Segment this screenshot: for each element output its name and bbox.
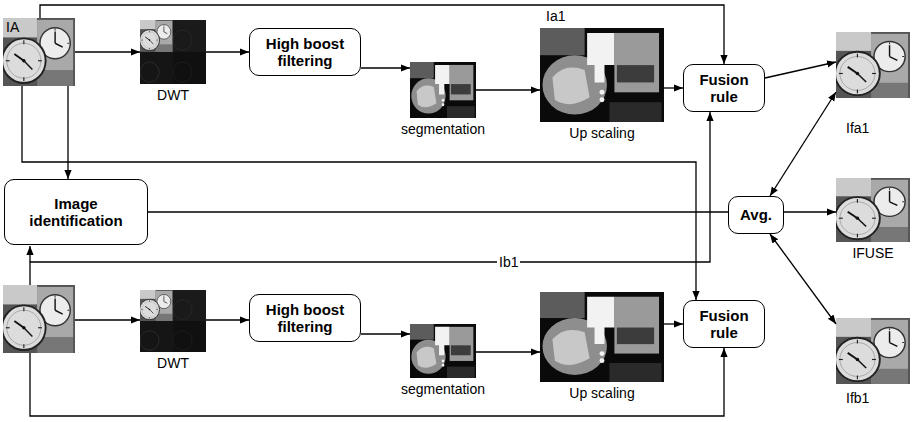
box-label: Image identification <box>11 195 141 230</box>
image-caption: IFUSE <box>852 245 893 261</box>
connector-arrow <box>40 5 724 64</box>
image-caption: DWT <box>157 87 189 103</box>
segmented-image <box>410 324 476 378</box>
connector-arrow <box>770 234 836 324</box>
image-caption: Ifa1 <box>846 120 869 136</box>
connector-arrow <box>664 87 683 88</box>
connector-arrow <box>476 89 540 90</box>
segmented-image <box>410 62 476 118</box>
fused-image: Ifb1 <box>836 318 910 384</box>
dwt-image <box>140 290 206 352</box>
source-image: IA <box>3 18 75 86</box>
image-caption: DWT <box>157 355 189 371</box>
source-image-b <box>2 285 75 353</box>
image-caption: IA <box>6 19 19 35</box>
connector-arrow <box>67 86 68 179</box>
connector-arrow <box>148 211 728 212</box>
connector-arrow <box>361 67 410 68</box>
fusion-box: Fusion rule <box>683 64 765 112</box>
wire-arrow <box>75 319 140 320</box>
image-caption: Ia1 <box>546 8 565 24</box>
image-caption: Ifb1 <box>846 390 869 406</box>
box-label: Avg. <box>740 206 772 223</box>
fused-image <box>835 318 910 384</box>
source-image-a <box>2 18 75 86</box>
connector-arrow <box>361 333 410 334</box>
box-label: High boost filtering <box>256 301 354 336</box>
box-label: Fusion rule <box>690 71 758 106</box>
connector-arrow <box>206 51 249 52</box>
connector-arrow <box>75 51 140 52</box>
wire-arrow <box>29 246 30 262</box>
process-box: Image identification <box>4 179 148 245</box>
image-caption: Ib1 <box>497 254 520 270</box>
wire-arrow <box>30 348 724 416</box>
segmented-image: segmentation <box>410 324 476 378</box>
upscaled-image <box>540 28 664 122</box>
average-box: Avg. <box>728 196 784 234</box>
dwt-image: DWT <box>140 290 206 352</box>
image-caption: segmentation <box>401 381 485 397</box>
fusion-box: Fusion rule <box>683 300 765 348</box>
process-box: High boost filtering <box>249 28 361 76</box>
connector-arrow <box>784 211 836 212</box>
box-label: Fusion rule <box>690 307 758 342</box>
fused-image <box>835 32 910 98</box>
dwt-image: DWT <box>140 20 206 84</box>
fused-image <box>835 178 910 242</box>
segmented-image: segmentation <box>410 62 476 118</box>
connector-arrow <box>770 92 836 196</box>
upscaled-image: Ib1Up scaling <box>540 292 664 382</box>
box-label: High boost filtering <box>256 35 354 70</box>
connector-arrow <box>664 323 683 324</box>
fused-image: Ifa1 <box>836 32 910 98</box>
image-caption: segmentation <box>401 121 485 137</box>
image-caption: Up scaling <box>569 385 634 401</box>
connector-arrow <box>765 62 836 78</box>
connector-arrow <box>476 351 540 352</box>
connector-arrow <box>206 319 249 320</box>
upscaled-image: Ia1Up scaling <box>540 28 664 122</box>
dwt-image <box>140 20 206 84</box>
image-caption: Up scaling <box>569 125 634 141</box>
process-box: High boost filtering <box>249 294 361 342</box>
fused-image: IFUSE <box>836 178 910 242</box>
upscaled-image <box>540 292 664 382</box>
